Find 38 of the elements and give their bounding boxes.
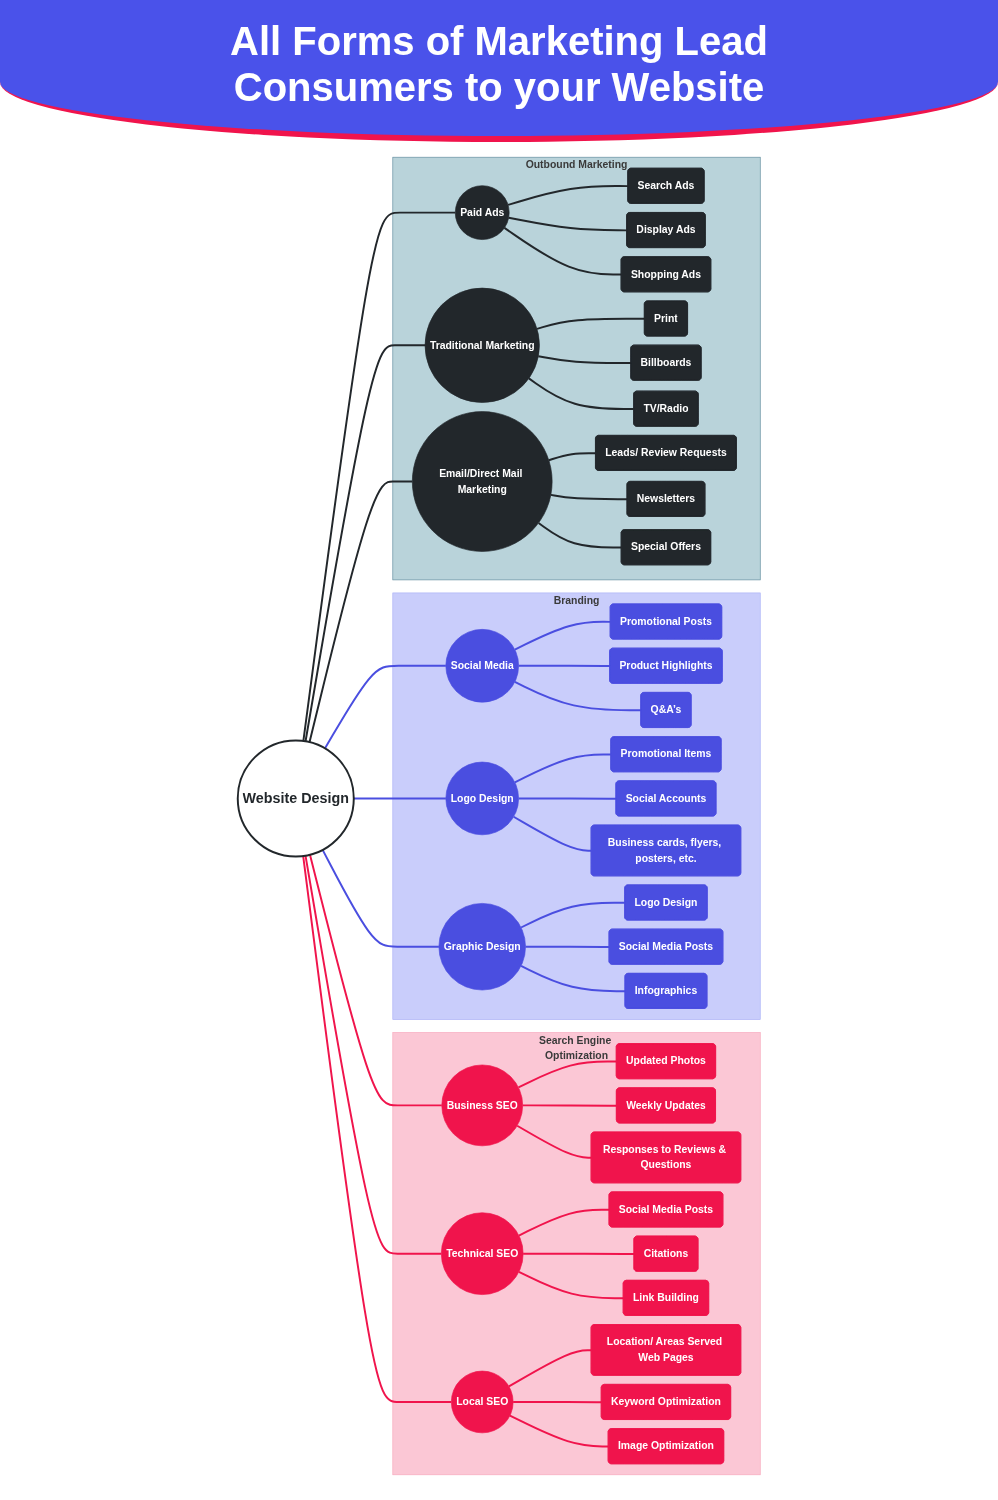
connector bbox=[507, 216, 628, 232]
connector bbox=[517, 1270, 625, 1300]
connector bbox=[524, 945, 611, 948]
title: All Forms of Marketing Lead Consumers to your Website bbox=[229, 18, 769, 110]
connector bbox=[302, 855, 453, 1403]
connector bbox=[516, 1124, 593, 1159]
connector bbox=[527, 377, 635, 410]
connector bbox=[512, 815, 593, 852]
node-circle: Technical SEO bbox=[440, 1212, 524, 1295]
connector bbox=[304, 854, 443, 1255]
connector bbox=[512, 1401, 603, 1404]
connector bbox=[321, 848, 440, 948]
connector bbox=[309, 853, 443, 1107]
node-circle: Traditional Marketing bbox=[424, 287, 540, 403]
connector bbox=[520, 901, 626, 929]
connector bbox=[308, 480, 414, 744]
connector bbox=[324, 664, 447, 750]
node-circle: Website Design bbox=[236, 739, 355, 858]
connector bbox=[521, 1104, 618, 1107]
node-circle: Local SEO bbox=[451, 1370, 514, 1434]
node-circle: Social Media bbox=[445, 629, 519, 703]
connector bbox=[304, 344, 426, 743]
connector bbox=[547, 452, 597, 462]
connector bbox=[517, 664, 611, 668]
connector bbox=[513, 620, 612, 651]
node-circle: Graphic Design bbox=[438, 903, 526, 991]
connector bbox=[517, 1208, 611, 1237]
node-circle: Logo Design bbox=[445, 761, 519, 836]
connector bbox=[537, 521, 623, 549]
node-circle: Business SEO bbox=[441, 1064, 523, 1147]
connector bbox=[517, 1060, 618, 1089]
connector bbox=[536, 317, 646, 330]
connector bbox=[507, 1349, 593, 1388]
connector bbox=[302, 211, 457, 742]
connector bbox=[503, 226, 623, 276]
connector bbox=[508, 1414, 610, 1448]
node-circle: Email/Direct Mail Marketing bbox=[412, 411, 553, 552]
node-circle: Paid Ads bbox=[454, 185, 510, 240]
